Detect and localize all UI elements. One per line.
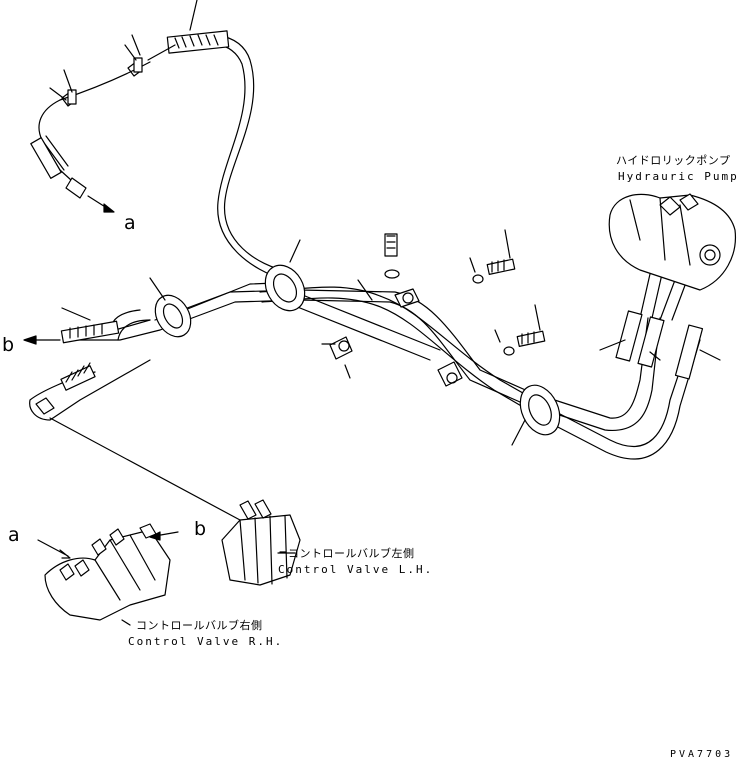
tube-clamps: [330, 289, 462, 386]
bolt-1: [385, 234, 397, 256]
clamp-2: [134, 58, 142, 72]
hydraulic-pump: [609, 194, 735, 290]
callout-a-top: a: [124, 212, 136, 234]
control-valve-lh: [222, 500, 300, 585]
drawing-code: PVA7703: [670, 749, 734, 760]
bolt-3: [517, 331, 545, 346]
washer-2: [473, 275, 483, 283]
hose-sleeve: [31, 138, 61, 179]
washer-1: [385, 270, 399, 278]
control-valve-rh-label-en: Control Valve R.H.: [128, 635, 284, 648]
callout-b-left: b: [2, 334, 15, 356]
control-valve-rh: [45, 524, 170, 620]
callout-a-bottom: a: [8, 524, 20, 546]
left-hose-b: [24, 321, 119, 344]
control-valve-lh-label-en: Control Valve L.H.: [278, 563, 434, 576]
hydraulic-pump-label-jp: ハイドロリックポンプ: [616, 154, 731, 167]
washer-3: [504, 347, 514, 355]
hydraulic-pump-label-en: Hydrauric Pump: [618, 170, 739, 183]
upper-hose-assembly: [31, 0, 290, 280]
callout-leaders: [38, 240, 525, 625]
lower-hose-to-control-valve-lh: [30, 360, 240, 520]
bolt-2: [487, 259, 515, 274]
callout-b-bottom: b: [194, 518, 207, 540]
control-valve-rh-label-jp: コントロールバルブ右側: [136, 619, 263, 632]
control-valve-lh-label-jp: コントロールバルブ左側: [288, 547, 415, 560]
hose-end-fitting: [66, 178, 86, 198]
fasteners: [358, 230, 545, 355]
hose-sleeve: [167, 31, 228, 53]
grommets: [148, 258, 567, 441]
clamp-1: [68, 90, 76, 104]
